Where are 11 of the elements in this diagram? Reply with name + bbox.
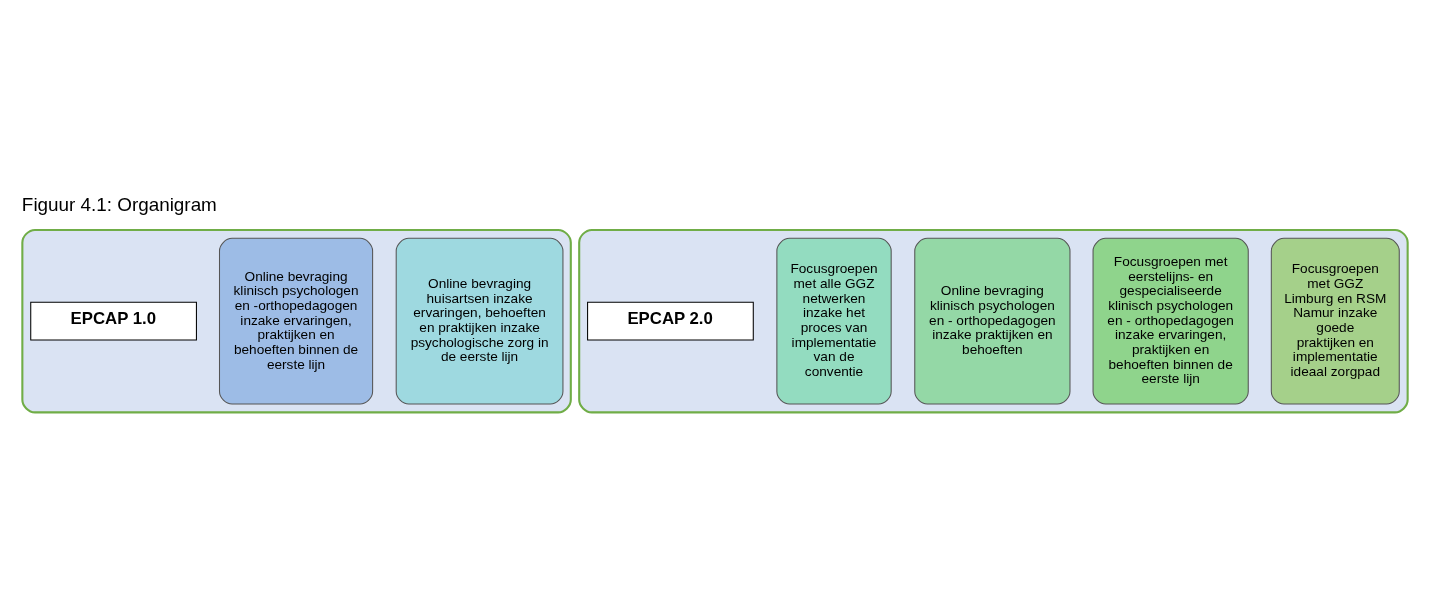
node-box: EPCAP 1.0 [29, 301, 197, 341]
node-box: Online bevraging klinisch psychologen en - orthopedagogen inzake praktijken en behoeften [913, 237, 1070, 405]
cluster [577, 228, 1409, 413]
diagram-title: Figuur 4.1: Organigram [21, 193, 217, 215]
cluster [20, 228, 572, 413]
node-box: Online bevraging klinisch psychologen en -orthopedagogen inzake ervaringen, praktijken en behoeften binnen de eerste lijn [218, 237, 373, 405]
node-box: Focusgroepen met GGZ Limburg en RSM Namur inzake goede praktijken en implementatie ideaal zorgpad [1270, 237, 1400, 405]
node-box: Online bevraging huisartsen inzake ervaringen, behoeften en praktijken inzake psychologische zorg in de eerste lijn [395, 237, 563, 405]
node-box: Focusgroepen met alle GGZ netwerken inzake het proces van implementatie van de conventie [775, 237, 892, 405]
node-box: EPCAP 2.0 [586, 301, 754, 341]
node-box: Focusgroepen met eerstelijns- en gespecialiseerde klinisch psychologen en - orthopedagogen inzake ervaringen, praktijken en behoeften binnen de eerste lijn [1092, 237, 1249, 405]
